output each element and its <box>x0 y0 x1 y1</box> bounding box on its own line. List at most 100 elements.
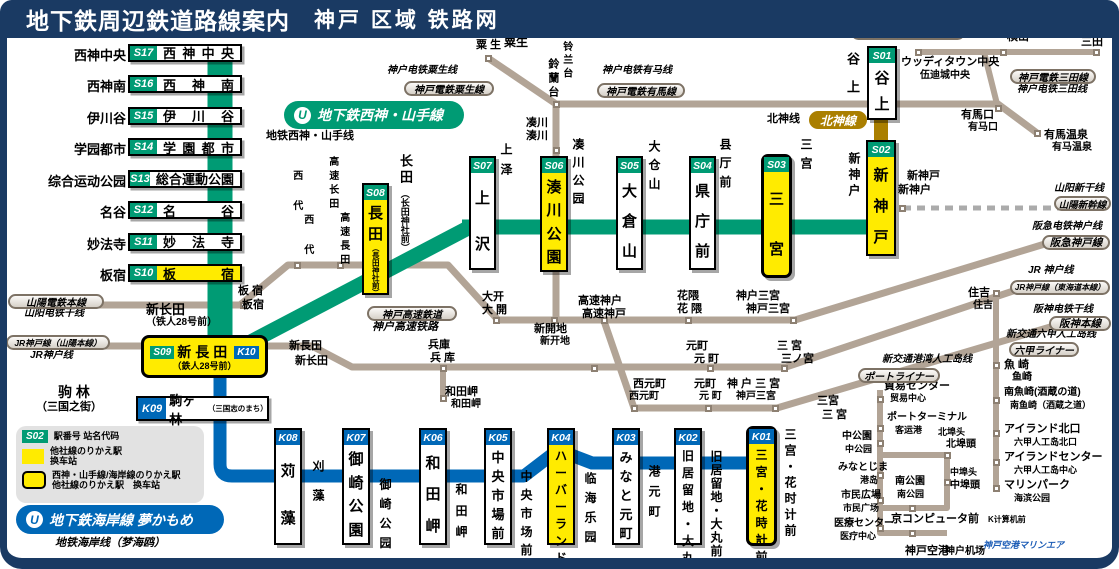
station-marker <box>311 342 319 350</box>
map-label: 西元町 <box>633 378 666 390</box>
station-cn-label-S17: 西神中央 <box>73 47 126 63</box>
map-label: 元町 <box>694 378 716 390</box>
legend-code-badge: S02 <box>22 430 48 443</box>
map-label: 上泽 <box>498 143 513 183</box>
map-label: 港元町 <box>646 465 661 525</box>
station-code-badge: S08 <box>364 185 387 200</box>
station-code-badge: K05 <box>486 430 510 445</box>
station-code-badge: S11 <box>130 234 157 249</box>
map-label: 三 宮 <box>777 340 803 352</box>
page-subtitle: 神戸 区域 铁路网 <box>314 9 500 32</box>
map-label: 旧居留地・大丸前 <box>708 450 723 558</box>
map-label: 神戸三宮 <box>746 303 790 315</box>
map-label: 南魚崎(酒蔵の道) <box>1004 387 1081 398</box>
map-label: 和田岬 <box>445 386 478 398</box>
map-label: 西元町 <box>629 391 659 402</box>
station-marker <box>550 316 558 324</box>
map-label: 中埠頭 <box>950 480 980 491</box>
station-code-badge: S05 <box>618 158 641 173</box>
line-pill-cn-label: 地铁海岸线（梦海鸥） <box>55 537 165 549</box>
map-label: 兵庫 <box>428 339 450 351</box>
station-marker <box>706 364 714 372</box>
station-subname: （三国志のまち） <box>207 404 268 413</box>
line-name-pill: JR神戸線（山陽本線） <box>6 335 110 350</box>
station-marker <box>908 504 916 512</box>
map-label: 大仓山 <box>646 140 661 196</box>
station-box-S09-K10-shin-nagata: S09 新長田 K10 （鉄人28号前） <box>141 335 268 378</box>
legend-box: S02 駅番号 站名代码 他社線のりかえ駅换车站 西神・山手線/海岸線のりかえ駅… <box>16 426 204 503</box>
map-label: 和田岬 <box>453 483 468 547</box>
map-label: 元 町 <box>699 391 722 402</box>
map-label: 有马温泉 <box>1052 142 1092 153</box>
station-cn-label-S12: 名谷 <box>99 205 126 220</box>
station-code-badge: S03 <box>764 157 789 172</box>
map-label: 客运港 <box>895 425 923 435</box>
station-marker <box>992 484 1000 492</box>
map-label: （三国之街） <box>36 401 102 413</box>
station-name: 谷上 <box>874 70 890 113</box>
line-name-pill: JR神戸線（東海道本線） <box>1010 280 1110 295</box>
station-name: 和田岬 <box>425 455 441 535</box>
map-label: 魚 崎 <box>1004 359 1030 371</box>
map-label: 新長田 <box>289 340 322 352</box>
map-label: 三ノ宮 <box>781 353 814 365</box>
station-marker <box>336 261 344 269</box>
map-label: 港岛 <box>860 475 879 485</box>
map-label: 医療センター <box>834 518 894 529</box>
map-label: 贸易中心 <box>890 393 927 403</box>
station-box-K09-komagabayashi: K09 駒ヶ林 （三国志のまち） <box>136 393 269 427</box>
station-marker <box>992 429 1000 437</box>
station-marker <box>994 104 1002 112</box>
map-label: 神户电铁有马线 <box>602 65 672 76</box>
map-label: 新开地 <box>540 336 570 347</box>
map-label: アイランドセンター <box>1004 451 1103 463</box>
station-code-badge: S06 <box>542 158 566 173</box>
station-marker <box>789 316 797 324</box>
map-label: 海滨公园 <box>1014 493 1051 503</box>
station-marker <box>876 471 884 479</box>
station-code-badge: S02 <box>868 142 894 157</box>
map-label: 花隈 <box>677 290 699 302</box>
map-label: 三宫・花时计前 <box>782 428 797 540</box>
station-code-badge: S09 <box>150 345 175 359</box>
line-name-pill: 山陽電鉄本線 <box>8 294 104 309</box>
station-marker <box>684 316 692 324</box>
station-code-badge: S15 <box>130 108 157 123</box>
station-code-badge: K06 <box>421 430 445 445</box>
map-label: 神戸三宮 <box>736 391 776 402</box>
station-marker <box>439 394 447 402</box>
station-marker <box>992 289 1000 297</box>
station-name: 総合運動公園 <box>149 171 240 187</box>
map-label: 西 代 <box>290 170 302 215</box>
rail-line-tan <box>877 390 947 536</box>
map-label: 板 宿 <box>238 285 264 297</box>
map-label: 神 户 三 宮 <box>727 378 781 390</box>
station-name: 西神南 <box>157 77 240 93</box>
map-label: 住吉 <box>968 287 990 299</box>
map-label: 神戸空港マリンエア <box>983 540 1065 550</box>
station-name: みなと元町 <box>619 450 633 541</box>
line-name-pill: 北神線 <box>809 111 867 129</box>
station-marker <box>600 316 608 324</box>
map-label: 神户三宮 <box>736 290 780 302</box>
line-name-pill: ポートライナー <box>858 368 940 383</box>
line-pill-seishin-yamate: U 地下鉄西神・山手線 <box>284 101 464 129</box>
station-marker <box>239 301 247 309</box>
station-marker <box>1092 48 1100 56</box>
station-code-badge: S07 <box>471 158 494 173</box>
map-label: 新长田 <box>146 302 186 317</box>
map-label: 新神户 <box>846 152 861 200</box>
map-label: 神户电铁三田线 <box>1017 84 1087 95</box>
map-label: 神户机场 <box>945 546 985 557</box>
map-label: 北神线 <box>767 113 800 125</box>
map-label: 六甲人工岛中心 <box>1014 465 1078 475</box>
